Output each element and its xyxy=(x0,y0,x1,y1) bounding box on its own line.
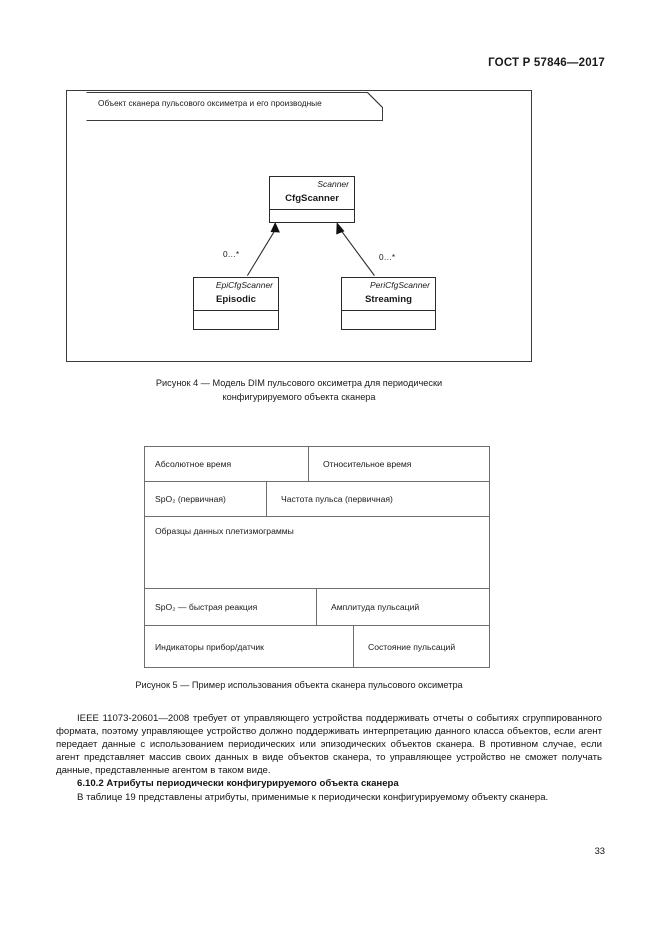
uml-package-frame: Объект сканера пульсового оксиметра и ег… xyxy=(66,90,532,362)
table-row: Индикаторы прибор/датчик Состояние пульс… xyxy=(145,626,489,667)
document-header-standard-id: ГОСТ Р 57846—2017 xyxy=(488,57,605,69)
uml-class-streaming: PeriCfgScanner Streaming xyxy=(341,277,436,330)
uml-class-name: Episodic xyxy=(216,294,256,305)
uml-class-attributes-compartment xyxy=(342,311,435,330)
table-cell: SpO₂ — быстрая реакция xyxy=(155,602,258,612)
package-tab-label: Объект сканера пульсового оксиметра и ег… xyxy=(98,98,322,108)
uml-class-stereotype: PeriCfgScanner xyxy=(369,280,430,290)
section-heading-6-10-2: 6.10.2 Атрибуты периодически конфигуриру… xyxy=(77,778,399,790)
uml-class-stereotype: Scanner xyxy=(317,179,349,189)
table-cell: Индикаторы прибор/датчик xyxy=(155,641,264,652)
table-cell: Относительное время xyxy=(308,447,489,481)
figure-4-caption: Рисунок 4 — Модель DIM пульсового оксиме… xyxy=(66,377,532,404)
table-cell: Состояние пульсаций xyxy=(353,626,489,667)
table-row: Образцы данных плетизмограммы xyxy=(145,517,489,589)
paragraph-table-19-intro: В таблице 19 представлены атрибуты, прим… xyxy=(77,792,549,804)
uml-class-attributes-compartment xyxy=(194,311,278,330)
table-cell: Абсолютное время xyxy=(155,459,232,469)
uml-class-compartment-divider xyxy=(342,310,435,311)
uml-class-compartment-divider xyxy=(270,209,354,210)
table-cell: Частота пульса (первичная) xyxy=(266,482,489,516)
uml-class-compartment-divider xyxy=(194,310,278,311)
figure-4-caption-line-2: конфигурируемого объекта сканера xyxy=(222,391,376,402)
table-cell: Амплитуда пульсаций xyxy=(316,589,489,625)
uml-class-attributes-compartment xyxy=(270,210,354,229)
page-number: 33 xyxy=(594,845,605,856)
package-tab: Объект сканера пульсового оксиметра и ег… xyxy=(86,92,389,121)
table-row: Абсолютное время Относительное время xyxy=(145,447,489,482)
figure-5-caption-line-1: Рисунок 5 — Пример использования объекта… xyxy=(135,680,463,690)
uml-class-name: Streaming xyxy=(365,294,412,305)
uml-class-cfgscanner: Scanner CfgScanner xyxy=(269,176,355,223)
multiplicity-label-left: 0…* xyxy=(223,249,240,259)
scanner-usage-table: Абсолютное время Относительное время SpO… xyxy=(144,446,490,668)
body-copy: IEEE 11073-20601—2008 требует от управля… xyxy=(56,712,602,805)
figure-4-caption-line-1: Рисунок 4 — Модель DIM пульсового оксиме… xyxy=(155,378,443,388)
uml-class-name: CfgScanner xyxy=(285,193,339,204)
figure-5-caption: Рисунок 5 — Пример использования объекта… xyxy=(66,679,532,693)
table-cell: Образцы данных плетизмограммы xyxy=(155,526,294,536)
table-row: SpO₂ — быстрая реакция Амплитуда пульсац… xyxy=(145,589,489,626)
uml-class-stereotype: EpiCfgScanner xyxy=(215,280,273,290)
table-row: SpO₂ (первичная) Частота пульса (первичн… xyxy=(145,482,489,517)
uml-class-episodic: EpiCfgScanner Episodic xyxy=(193,277,279,330)
paragraph-ieee-requirement: IEEE 11073-20601—2008 требует от управля… xyxy=(56,713,602,777)
multiplicity-label-right: 0…* xyxy=(379,252,396,262)
table-cell: SpO₂ (первичная) xyxy=(155,494,226,504)
